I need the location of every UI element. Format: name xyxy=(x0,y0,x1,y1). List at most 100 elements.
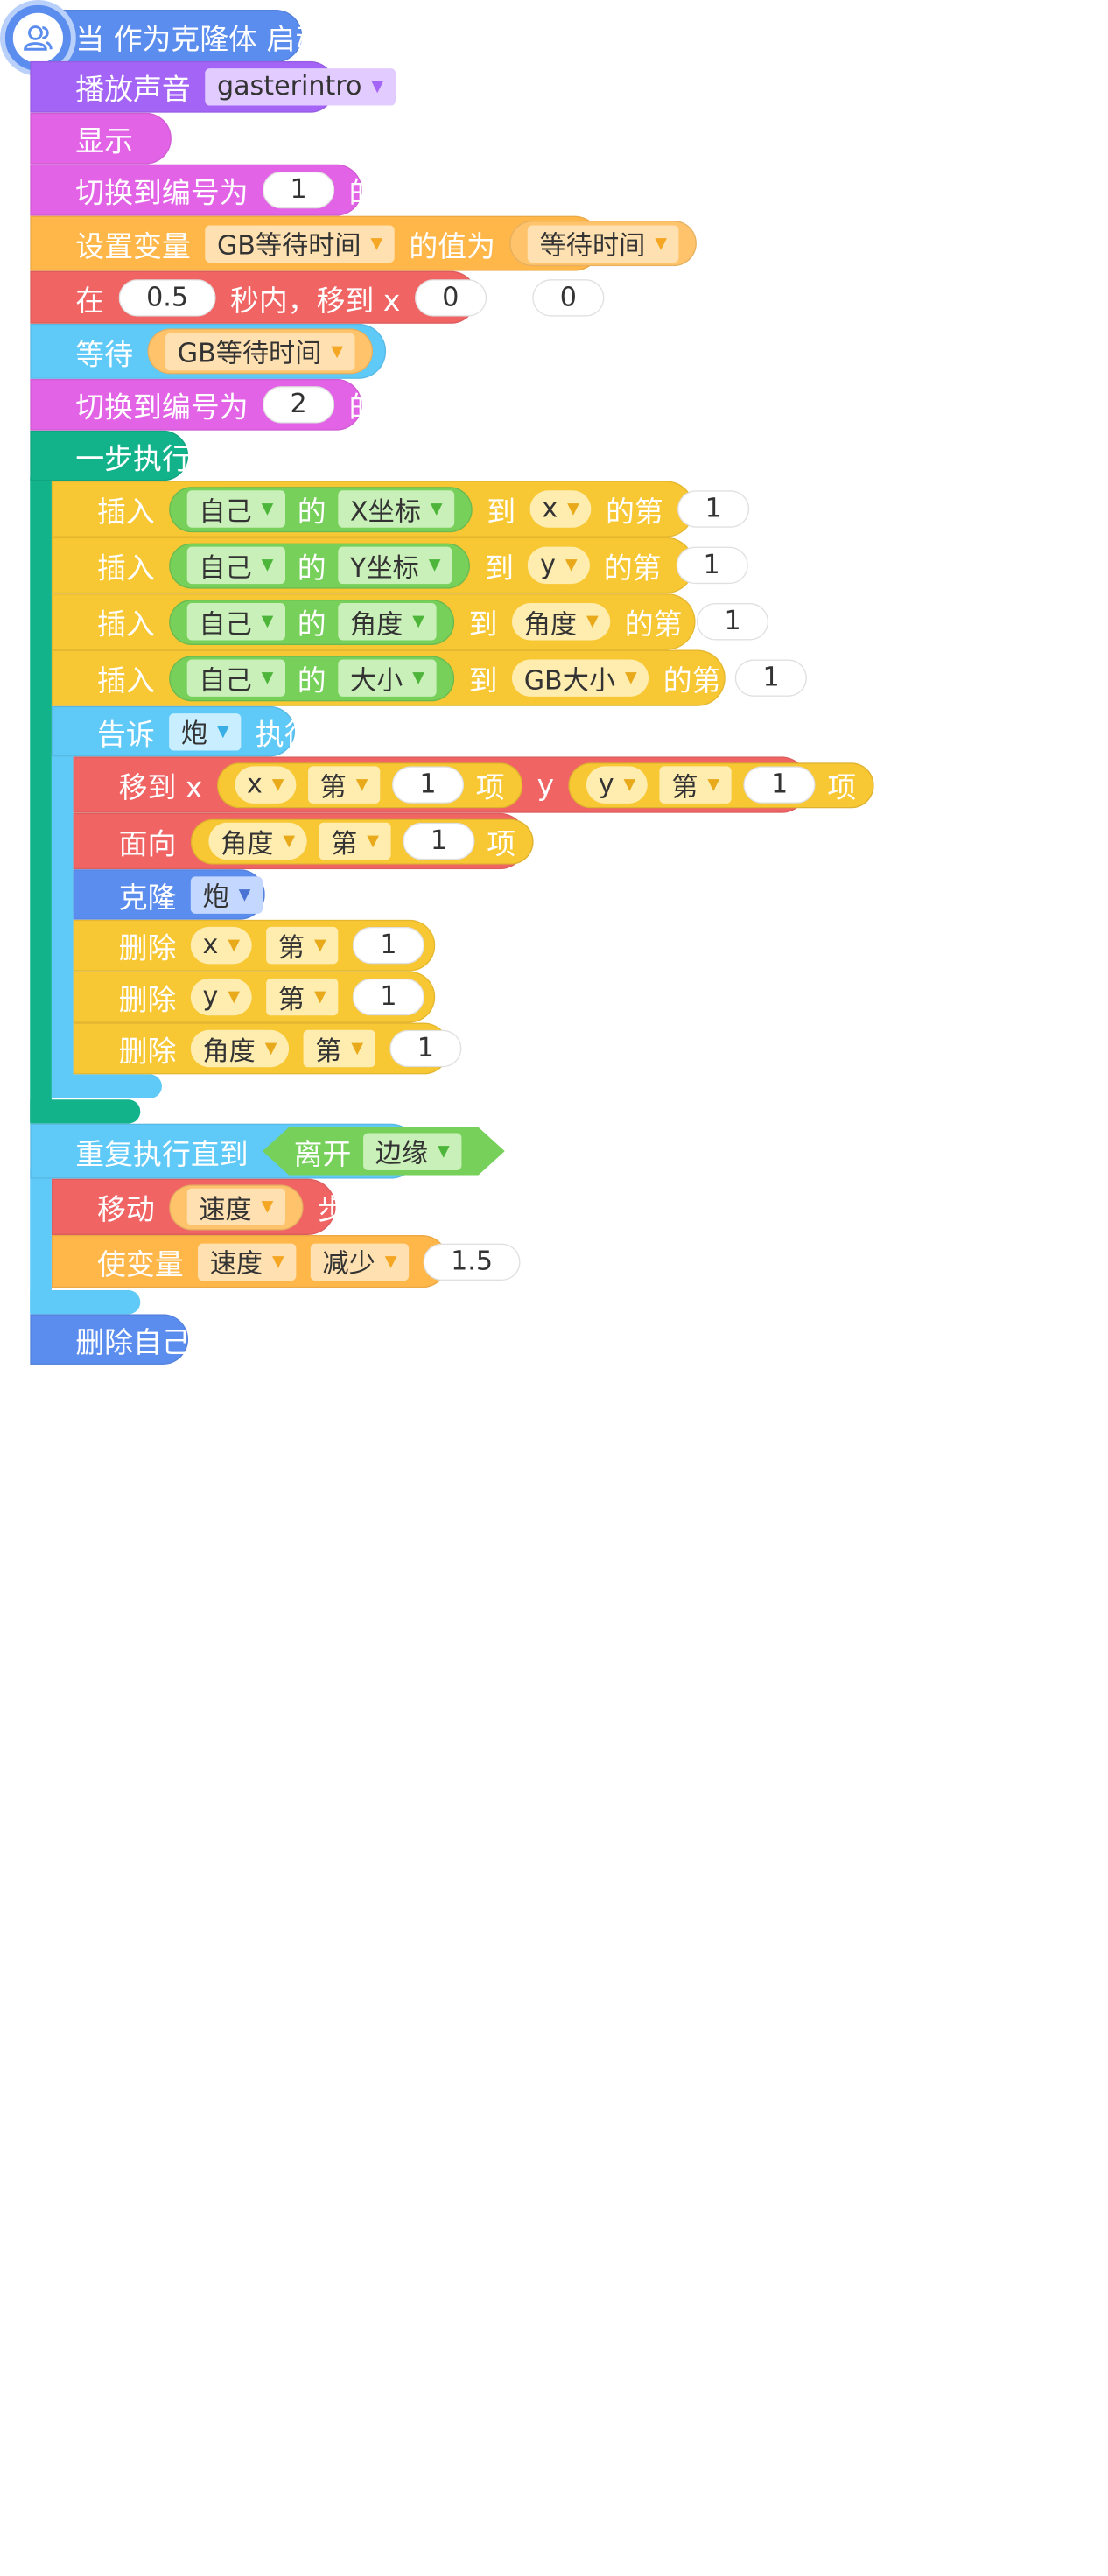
list-value: 角度 xyxy=(523,609,577,640)
delete-list-dropdown[interactable]: y▼ xyxy=(190,978,252,1016)
variable-reporter[interactable]: 等待时间 ▼ xyxy=(509,221,698,267)
x-list-item-reporter[interactable]: x▼ 第▼ 1 项 xyxy=(216,762,523,808)
point-direction-block[interactable]: 面向 角度▼ 第▼ 1 项 度 xyxy=(73,812,577,870)
attribute-reporter[interactable]: 自己▼ 的 X坐标▼ xyxy=(169,486,473,532)
sound-dropdown[interactable]: gasterintro ▼ xyxy=(205,68,396,106)
glide-x-input[interactable]: 0 xyxy=(414,278,487,316)
x-nth-dropdown[interactable]: 第▼ xyxy=(307,766,381,804)
delete-list-dropdown[interactable]: x▼ xyxy=(190,926,252,965)
value-variable-dropdown[interactable]: 等待时间 ▼ xyxy=(527,224,679,263)
property-dropdown[interactable]: 角度▼ xyxy=(338,603,437,641)
y-index-input[interactable]: 1 xyxy=(743,766,816,804)
delete-item-block-2[interactable]: 删除 y▼ 第▼ 1 项 xyxy=(73,971,467,1023)
set-variable-block[interactable]: 设置变量 GB等待时间 ▼ 的值为 等待时间 ▼ xyxy=(30,215,698,271)
y-list-dropdown[interactable]: y▼ xyxy=(586,766,648,804)
glide-seconds-input[interactable]: 0.5 xyxy=(118,278,216,316)
delete-index-input[interactable]: 1 xyxy=(352,978,425,1016)
index-input[interactable]: 1 xyxy=(677,490,750,528)
delete-item-block-1[interactable]: 删除 x▼ 第▼ 1 项 xyxy=(73,919,467,972)
change-variable-block[interactable]: 使变量 速度▼ 减少▼ 1.5 xyxy=(51,1234,521,1288)
show-block[interactable]: 显示 xyxy=(30,112,172,165)
chevron-down-icon: ▼ xyxy=(228,936,241,955)
glide-y-input[interactable]: 0 xyxy=(532,278,605,316)
change-variable-dropdown[interactable]: 速度▼ xyxy=(198,1242,297,1281)
attribute-reporter[interactable]: 自己▼ 的 Y坐标▼ xyxy=(169,542,471,588)
chevron-down-icon: ▼ xyxy=(438,1141,450,1161)
angle-list-dropdown[interactable]: 角度▼ xyxy=(208,822,307,860)
attribute-reporter[interactable]: 自己▼ 的 大小▼ xyxy=(169,655,455,701)
list-dropdown[interactable]: x▼ xyxy=(529,490,592,528)
index-input[interactable]: 1 xyxy=(735,659,808,697)
object-dropdown[interactable]: 自己▼ xyxy=(186,603,286,641)
tell-block[interactable]: 告诉 炮▼ 执行 xyxy=(51,705,313,757)
goto-xy-block[interactable]: 移到 x x▼ 第▼ 1 项 y y▼ 第▼ 1 项 xyxy=(73,756,874,813)
change-operation-dropdown[interactable]: 减少▼ xyxy=(310,1242,410,1281)
insert-block-2[interactable]: 插入 自己▼ 的 Y坐标▼ 到 y▼ 的第 1 项 xyxy=(51,537,790,594)
delete-nth-dropdown[interactable]: 第▼ xyxy=(266,926,339,965)
chevron-down-icon: ▼ xyxy=(261,1197,274,1217)
y-list-item-reporter[interactable]: y▼ 第▼ 1 项 xyxy=(568,762,874,808)
set-var-mid: 的值为 xyxy=(409,229,495,263)
wait-variable-dropdown[interactable]: GB等待时间 ▼ xyxy=(165,333,355,370)
index-input[interactable]: 1 xyxy=(675,546,748,585)
glide-block[interactable]: 在 0.5 秒内，移到 x 0 y 0 xyxy=(30,270,605,324)
y-nth-dropdown[interactable]: 第▼ xyxy=(659,766,732,804)
delete-item-block-3[interactable]: 删除 角度▼ 第▼ 1 项 xyxy=(73,1022,505,1075)
tell-target-dropdown[interactable]: 炮▼ xyxy=(169,712,242,750)
delete-index-input[interactable]: 1 xyxy=(389,1029,462,1068)
angle-list-item-reporter[interactable]: 角度▼ 第▼ 1 项 xyxy=(190,818,534,865)
delete-nth-dropdown[interactable]: 第▼ xyxy=(266,978,339,1016)
step-exec-block[interactable]: 一步执行 xyxy=(30,430,191,481)
costume2-number-input[interactable]: 2 xyxy=(263,386,335,424)
nth-label: 的第 xyxy=(603,551,662,586)
repeat-until-block[interactable]: 重复执行直到 离开 边缘▼ xyxy=(30,1123,418,1179)
delete-nth-dropdown[interactable]: 第▼ xyxy=(303,1029,375,1068)
object-dropdown[interactable]: 自己▼ xyxy=(186,659,286,697)
play-sound-block[interactable]: 播放声音 gasterintro ▼ xyxy=(30,60,396,113)
cond-label: 离开 xyxy=(293,1137,352,1171)
index-input[interactable]: 1 xyxy=(696,603,769,641)
delete-index-input[interactable]: 1 xyxy=(352,926,425,965)
touching-edge-condition[interactable]: 离开 边缘▼ xyxy=(263,1127,505,1176)
insert-block-4[interactable]: 插入 自己▼ 的 大小▼ 到 GB大小▼ 的第 1 项 xyxy=(51,649,851,706)
costume1-number-input[interactable]: 1 xyxy=(263,171,335,209)
change-amount-input[interactable]: 1.5 xyxy=(423,1242,521,1281)
clone-block[interactable]: 克隆 炮▼ xyxy=(73,869,265,920)
property-dropdown[interactable]: X坐标▼ xyxy=(338,490,455,528)
edge-dropdown[interactable]: 边缘▼ xyxy=(363,1133,461,1169)
delete-item-label: 项 xyxy=(438,983,468,1017)
move-steps-block[interactable]: 移动 速度▼ 步 xyxy=(51,1178,347,1235)
chevron-down-icon: ▼ xyxy=(261,613,274,631)
clone-target-dropdown[interactable]: 炮▼ xyxy=(190,875,263,914)
insert-block-1[interactable]: 插入 自己▼ 的 X坐标▼ 到 x▼ 的第 1 项 xyxy=(51,481,793,537)
x-index-input[interactable]: 1 xyxy=(391,766,465,804)
chevron-down-icon: ▼ xyxy=(384,1252,397,1271)
delete-list-dropdown[interactable]: 角度▼ xyxy=(190,1029,290,1068)
insert-block-3[interactable]: 插入 自己▼ 的 角度▼ 到 角度▼ 的第 1 项 xyxy=(51,593,811,650)
delete-item-label: 项 xyxy=(475,1035,505,1069)
delete-label: 删除 xyxy=(118,931,177,965)
property-dropdown[interactable]: 大小▼ xyxy=(338,659,437,697)
list-dropdown[interactable]: y▼ xyxy=(528,546,590,585)
object-dropdown[interactable]: 自己▼ xyxy=(186,490,286,528)
list-dropdown[interactable]: 角度▼ xyxy=(511,603,611,641)
when-clone-starts-block[interactable]: 当 作为克隆体 启动时 xyxy=(31,9,353,63)
switch-costume-block-1[interactable]: 切换到编号为 1 的造型 xyxy=(30,164,435,216)
speed-variable-reporter[interactable]: 速度▼ xyxy=(169,1183,304,1230)
attribute-reporter[interactable]: 自己▼ 的 角度▼ xyxy=(169,599,455,645)
x-list-dropdown[interactable]: x▼ xyxy=(235,766,297,804)
speed-variable-dropdown[interactable]: 速度▼ xyxy=(186,1188,286,1226)
delete-self-block[interactable]: 删除自己 xyxy=(30,1314,191,1365)
angle-index-input[interactable]: 1 xyxy=(403,822,475,860)
variable-dropdown[interactable]: GB等待时间 ▼ xyxy=(205,224,395,263)
of-label: 的 xyxy=(297,551,326,586)
object-dropdown[interactable]: 自己▼ xyxy=(186,546,286,585)
property-dropdown[interactable]: Y坐标▼ xyxy=(338,546,453,585)
angle-nth-dropdown[interactable]: 第▼ xyxy=(319,822,391,860)
switch-costume-block-2[interactable]: 切换到编号为 2 的造型 xyxy=(30,378,435,431)
change-var-label: 使变量 xyxy=(96,1247,184,1281)
list-dropdown[interactable]: GB大小▼ xyxy=(511,659,649,697)
wait-block[interactable]: 等待 GB等待时间 ▼ 秒 xyxy=(30,323,417,379)
wait-variable-reporter[interactable]: GB等待时间 ▼ xyxy=(147,328,374,375)
property-value: 角度 xyxy=(350,609,403,640)
